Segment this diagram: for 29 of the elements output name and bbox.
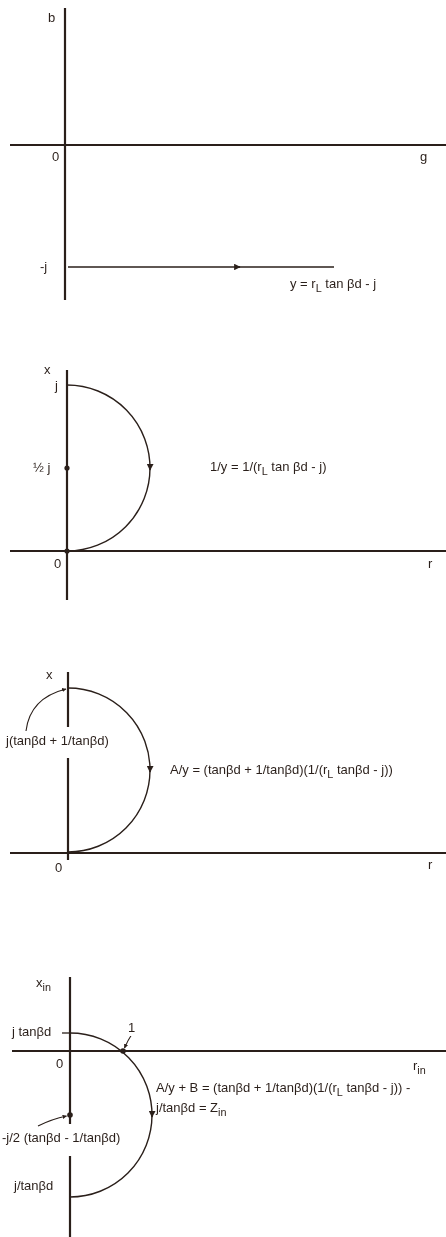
locus-equation: A/y = (tanβd + 1/tanβd)(1/(r$_{L}$ tanβd - j)) [170,762,394,782]
callout-text: j(tanβd + 1/tanβd) [6,733,109,749]
axis-label: r [428,556,433,572]
callout-text: -j/2 (tanβd - 1/tanβd) [2,1130,121,1146]
leader-line [25,688,67,732]
locus-equation: A/y + B = (tanβd + 1/tanβd)(1/(r$_{L}$ tanβd - j)) - j/tanβd = Z$_{in}$ [156,1080,412,1120]
point-dot [67,1112,73,1118]
axis-label: g [420,149,428,165]
tick-label: j/tanβd [14,1178,54,1194]
axis-label: b [48,10,56,26]
tick-label: j [55,378,58,394]
origin-label: 0 [56,1056,64,1072]
tick-label: j tanβd [12,1024,52,1040]
axis-label: x$_{in}$ [36,975,51,995]
tick-label: ½ j [33,460,51,476]
axis-label: r$_{in}$ [413,1058,426,1078]
locus-equation: 1/y = 1/(r$_{L}$ tan βd - j) [210,459,327,479]
origin-label: 0 [55,860,63,876]
axis-label: x [44,362,51,378]
point-dot [120,1048,126,1054]
leader-line [37,1114,68,1127]
axis-label: x [46,667,53,683]
callout-text: 1 [128,1020,136,1036]
locus-equation: y = r$_{L}$ tan βd - j [290,276,377,296]
axis-label: r [428,857,433,873]
origin-label: 0 [52,149,60,165]
origin-label: 0 [54,556,62,572]
tick-label: -j [40,259,48,275]
leader-line [123,1033,133,1049]
